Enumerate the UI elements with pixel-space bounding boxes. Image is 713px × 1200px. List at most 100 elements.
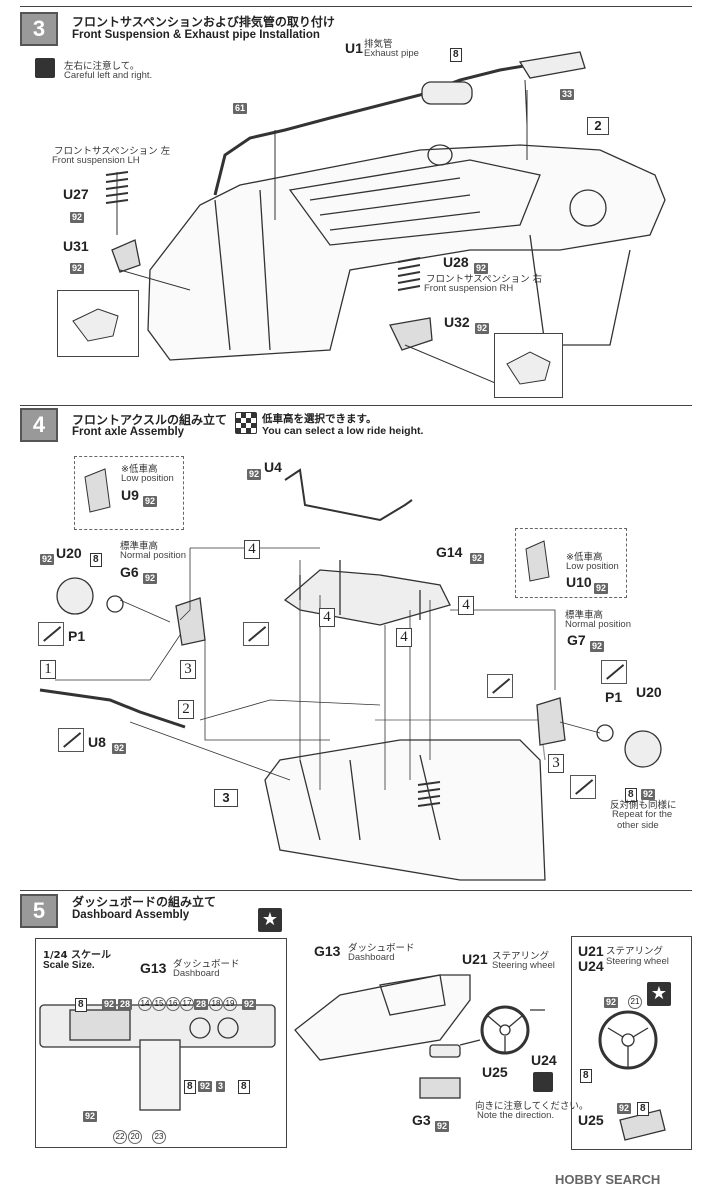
pcb-3: 3 [216, 1081, 226, 1092]
pc-28: 28 [118, 999, 133, 1010]
g7-code: 92 [590, 641, 605, 652]
u1-jp: 排気管 [364, 39, 393, 50]
pc-23: 23 [152, 1124, 166, 1144]
u21-jp: ステアリング [492, 951, 550, 962]
pc-8: 8 [75, 992, 87, 1012]
g13-panel-label: G13 [140, 960, 167, 976]
pc-28b: 28 [194, 999, 209, 1010]
g13-panel-en: Dashboard [173, 968, 220, 979]
rp-u25-8: 8 [637, 1096, 649, 1116]
pc-left-92: 92 [83, 1111, 98, 1122]
step5-number: 5 [20, 894, 58, 928]
lh-jp: フロントサスペンション 左 [54, 146, 171, 157]
repeat-en-1: Repeat for the [612, 809, 673, 820]
g3-label: G3 [412, 1112, 431, 1128]
g14-label: G14 [436, 544, 463, 560]
caution-icon [35, 58, 55, 78]
ref-c2: 2 [178, 700, 194, 719]
step5-divider [20, 890, 692, 891]
scale-panel [35, 938, 287, 1148]
u10-label: U10 [566, 574, 592, 590]
u21-label: U21 [462, 951, 488, 967]
step4-title-en: Front axle Assembly [72, 426, 185, 438]
g13-panel-jp: ダッシュボード [173, 959, 240, 970]
u25-label: U25 [482, 1064, 508, 1080]
direction-en: Note the direction. [477, 1110, 555, 1121]
star-icon: ★ [258, 908, 282, 932]
g7-label: G7 [567, 632, 586, 648]
direction-jp: 向きに注意してください。 [475, 1101, 589, 1112]
pcb-8b: 8 [238, 1074, 250, 1094]
step3-title-en: Front Suspension & Exhaust pipe Installa… [72, 29, 320, 41]
low-r-en: Low position [566, 561, 619, 572]
rh-en: Front suspension RH [424, 283, 514, 294]
no-glue-icon [487, 674, 513, 698]
u21-en: Steering wheel [492, 960, 555, 971]
rp-code-8: 8 [580, 1063, 592, 1083]
rp-en: Steering wheel [606, 956, 669, 967]
u28-code: 92 [474, 263, 489, 274]
u27-code: 92 [70, 212, 85, 223]
caution-en: Careful left and right. [64, 70, 153, 81]
low-position-right-box: ※低車高 Low position U10 92 [515, 528, 627, 598]
low-option-jp: 低車高を選択できます。 [262, 413, 377, 425]
pc-18: 18 [209, 991, 223, 1011]
low-r-jp: ※低車高 [566, 552, 603, 563]
u1-code: 8 [450, 42, 462, 62]
u4-code: 92 [247, 469, 262, 480]
step3-divider [20, 6, 692, 7]
rh-jp: フロントサスペンション 右 [426, 274, 543, 285]
detail-u32 [494, 333, 563, 398]
ref-c1: 1 [40, 660, 56, 679]
low-position-left-box: ※低車高 Low position U9 92 [74, 456, 184, 530]
star-icon: ★ [647, 982, 671, 1006]
rp-u25: U25 [578, 1112, 604, 1128]
step4-title-jp: フロントアクスルの組み立て [72, 413, 228, 427]
rp-u25-92: 92 [617, 1103, 632, 1114]
u8-label: U8 [88, 734, 106, 750]
u20-code-8: 8 [90, 547, 102, 567]
g14-code: 92 [470, 553, 485, 564]
pc-22: 22 [113, 1124, 127, 1144]
code-61: 61 [233, 103, 248, 114]
pc-92: 92 [102, 999, 117, 1010]
scale-en: Scale Size. [43, 960, 95, 971]
step4-number: 4 [20, 408, 58, 442]
rp-jp: ステアリング [606, 946, 664, 957]
u20-right-label: U20 [636, 684, 662, 700]
repeat-code-92: 92 [641, 789, 656, 800]
u1-label: U1 [345, 40, 363, 56]
steering-panel [571, 936, 692, 1150]
g6-code: 92 [143, 573, 158, 584]
low-option-en: You can select a low ride height. [262, 425, 424, 437]
scale-jp: 1/24 スケール [43, 950, 112, 961]
g13-en: Dashboard [348, 952, 395, 963]
repeat-en-2: other side [617, 820, 659, 831]
step3-number: 3 [20, 12, 58, 46]
code-33: 33 [560, 89, 575, 100]
repeat-jp: 反対側も同様に [610, 800, 677, 811]
ref-c4-a: 4 [244, 540, 260, 559]
u10-code: 92 [594, 583, 609, 594]
lh-en: Front suspension LH [52, 155, 140, 166]
step5-title-en: Dashboard Assembly [72, 909, 190, 921]
u31-label: U31 [63, 238, 89, 254]
u9-code: 92 [143, 496, 158, 507]
ref-c4-c: 4 [319, 608, 335, 627]
u31-code: 92 [70, 263, 85, 274]
p1-left-label: P1 [68, 628, 86, 644]
watermark-text: HOBBY SEARCH [555, 1172, 661, 1187]
caution-jp: 左右に注意して。 [64, 61, 140, 72]
pc-17: 17 [180, 991, 194, 1011]
pc-15: 15 [152, 991, 166, 1011]
u1-en: Exhaust pipe [364, 48, 419, 59]
detail-u31 [57, 290, 139, 357]
step5-title-jp: ダッシュボードの組み立て [72, 895, 217, 909]
no-glue-icon [58, 728, 84, 752]
p1-right-label: P1 [605, 689, 623, 705]
normal-l-jp: 標準車高 [120, 541, 159, 552]
no-glue-icon [601, 660, 627, 684]
caution-icon [533, 1072, 553, 1092]
pc-20: 20 [128, 1124, 142, 1144]
